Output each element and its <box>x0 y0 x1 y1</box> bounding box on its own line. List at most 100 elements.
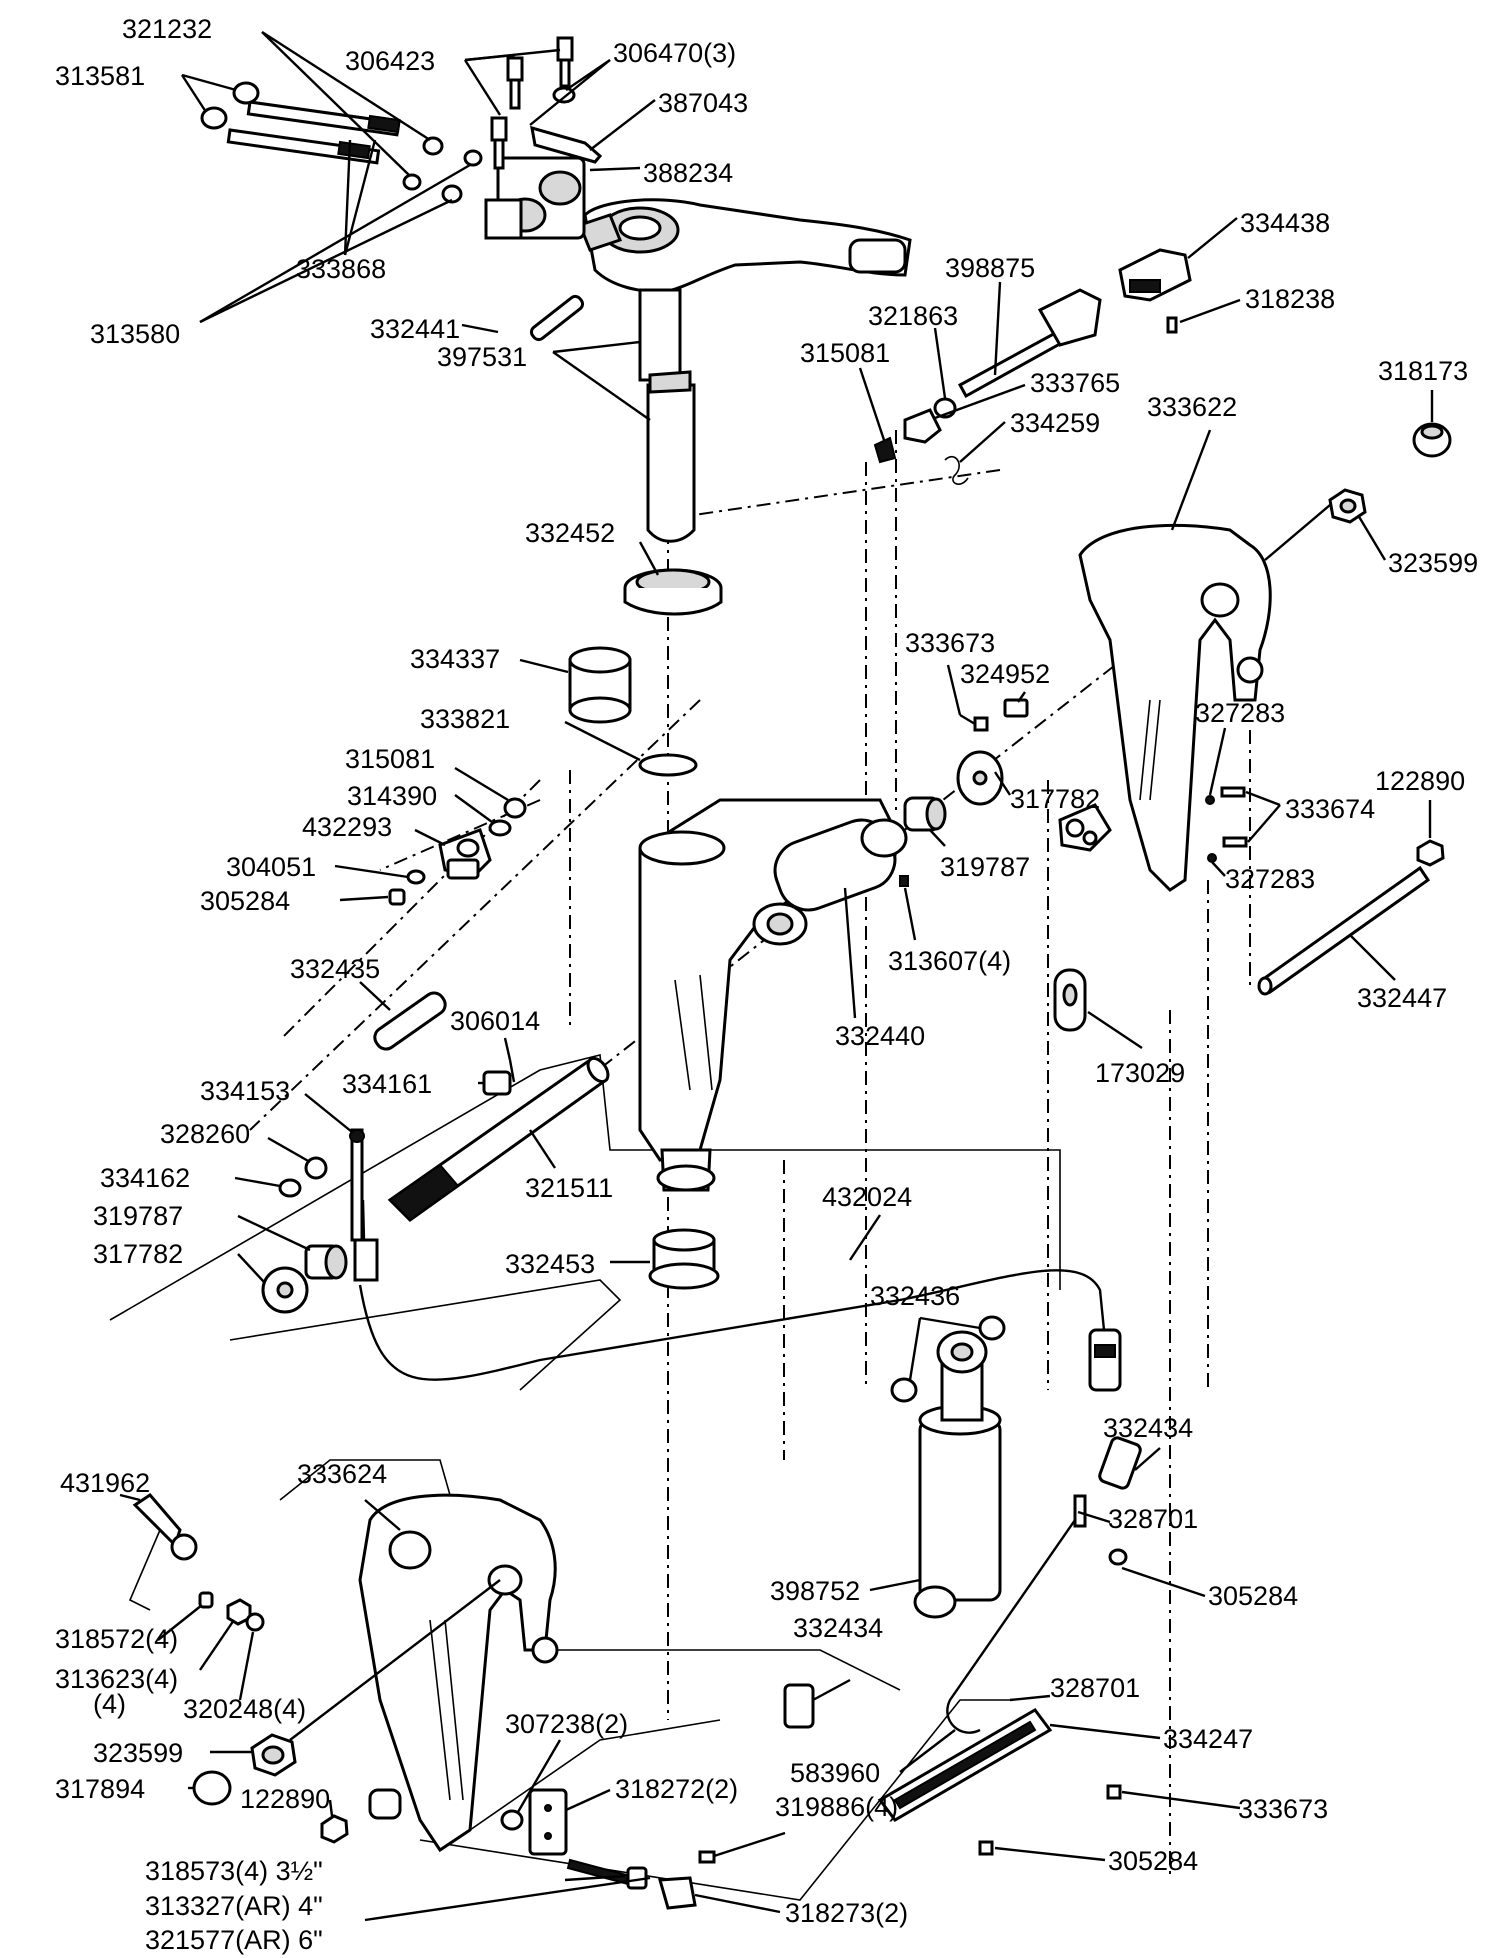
label-332441: 332441 <box>370 314 460 344</box>
o-ring-333821 <box>638 753 698 777</box>
steering-tube-397531 <box>638 288 696 543</box>
label-332435: 332435 <box>290 954 380 984</box>
label-332453: 332453 <box>505 1249 595 1279</box>
label-321577: 321577(AR) 6" <box>145 1925 323 1955</box>
label-328701-b: 328701 <box>1050 1673 1140 1703</box>
label-334438: 334438 <box>1240 208 1330 238</box>
label-431962: 431962 <box>60 1468 150 1498</box>
screw-319886 <box>698 1850 716 1864</box>
label-313581: 313581 <box>55 61 145 91</box>
bushings-332436 <box>890 1315 1006 1403</box>
label-318273: 318273(2) <box>785 1898 908 1928</box>
knob-315081 <box>503 797 527 819</box>
plate-324952 <box>1003 698 1029 718</box>
label-334259: 334259 <box>1010 408 1100 438</box>
washer-317782-b <box>261 1266 309 1314</box>
nut-122890-a <box>1416 839 1445 867</box>
knob-315081-a <box>873 436 897 464</box>
label-333765: 333765 <box>1030 368 1120 398</box>
label-305284-a: 305284 <box>200 886 290 916</box>
label-334153: 334153 <box>200 1076 290 1106</box>
bushing-334337 <box>568 646 632 724</box>
washer-307238 <box>500 1809 524 1831</box>
leader-lines <box>119 30 1434 1922</box>
label-398752: 398752 <box>770 1576 860 1606</box>
label-306014: 306014 <box>450 1006 540 1036</box>
screw-305284-a <box>388 888 406 906</box>
label-332434-b: 332434 <box>793 1613 883 1643</box>
steering-arm <box>578 198 912 293</box>
label-323599-b: 323599 <box>93 1738 183 1768</box>
label-318173: 318173 <box>1378 356 1468 386</box>
tilt-cylinder-398752 <box>913 1330 1002 1619</box>
label-333821: 333821 <box>420 704 510 734</box>
studs-333674 <box>1220 786 1248 848</box>
label-320248: 320248(4) <box>183 1694 306 1724</box>
bolts-306423 <box>490 36 574 170</box>
label-332440: 332440 <box>835 1021 925 1051</box>
washer-304051 <box>406 869 426 885</box>
sender-583960 <box>946 1494 1128 1734</box>
label-317782-b: 317782 <box>93 1239 183 1269</box>
swivel-bracket-332440 <box>638 798 908 1192</box>
label-317894: 317894 <box>55 1774 145 1804</box>
washer-314390 <box>488 819 512 837</box>
label-305284-b: 305284 <box>1208 1581 1298 1611</box>
label-334161: 334161 <box>342 1069 432 1099</box>
label-319787-a: 319787 <box>940 852 1030 882</box>
label-583960: 583960 <box>790 1758 880 1788</box>
label-305284-c: 305284 <box>1108 1846 1198 1876</box>
label-319787-b: 319787 <box>93 1201 183 1231</box>
nut-323599-a <box>1328 488 1367 524</box>
screws-305284-333673 <box>978 1784 1122 1856</box>
clamp-bracket-333624 <box>358 1493 559 1853</box>
bracket-432293 <box>438 828 492 880</box>
ring-334162 <box>278 1178 302 1198</box>
washers-327283 <box>1205 795 1217 863</box>
label-334162: 334162 <box>100 1163 190 1193</box>
label-327283-b: 327283 <box>1225 864 1315 894</box>
label-317782-a: 317782 <box>1010 784 1100 814</box>
clip-328260 <box>304 1156 328 1180</box>
plug-313607 <box>899 875 909 887</box>
label-315081-a: 315081 <box>800 338 890 368</box>
tube-332447 <box>1257 865 1431 996</box>
screw-318238 <box>1166 316 1178 334</box>
label-319886: 319886(4) <box>775 1792 898 1822</box>
clamp-block <box>484 156 586 240</box>
label-315081-b: 315081 <box>345 744 435 774</box>
label-332447: 332447 <box>1357 983 1447 1013</box>
label-332434-a: 332434 <box>1103 1413 1193 1443</box>
part-number-labels: 321232 306423 306470(3) 313581 387043 38… <box>55 14 1478 1955</box>
label-314390: 314390 <box>347 781 437 811</box>
label-313607: 313607(4) <box>888 946 1011 976</box>
nut-323599-b <box>250 1733 297 1777</box>
thru-bolts-333868 <box>226 100 401 165</box>
label-306423: 306423 <box>345 46 435 76</box>
label-397531: 397531 <box>437 342 527 372</box>
tilt-tube-321511 <box>387 1056 610 1222</box>
lever-431962 <box>132 1493 198 1561</box>
stud-334153 <box>349 1128 365 1242</box>
bushing-332434-a <box>1098 1436 1142 1490</box>
label-313327: 313327(AR) 4" <box>145 1891 323 1921</box>
label-333673-a: 333673 <box>905 628 995 658</box>
label-324952: 324952 <box>960 659 1050 689</box>
label-318238: 318238 <box>1245 284 1335 314</box>
label-332436: 332436 <box>870 1281 960 1311</box>
rod-398875 <box>957 288 1102 399</box>
label-122890-a: 122890 <box>1375 766 1465 796</box>
label-321863: 321863 <box>868 301 958 331</box>
label-327283-a: 327283 <box>1195 698 1285 728</box>
label-318573: 318573(4) 3½" <box>145 1856 323 1886</box>
pin-332441 <box>529 294 585 342</box>
clip-334161 <box>482 1059 516 1096</box>
screw-333673-a <box>973 716 989 732</box>
hardware-318572-313623-320248 <box>198 1591 265 1632</box>
label-122890-b: 122890 <box>240 1784 330 1814</box>
bushing-332434-b <box>783 1683 815 1729</box>
bushing-319787-a <box>903 796 947 832</box>
label-432024: 432024 <box>822 1182 912 1212</box>
pad-173029 <box>1053 968 1087 1032</box>
